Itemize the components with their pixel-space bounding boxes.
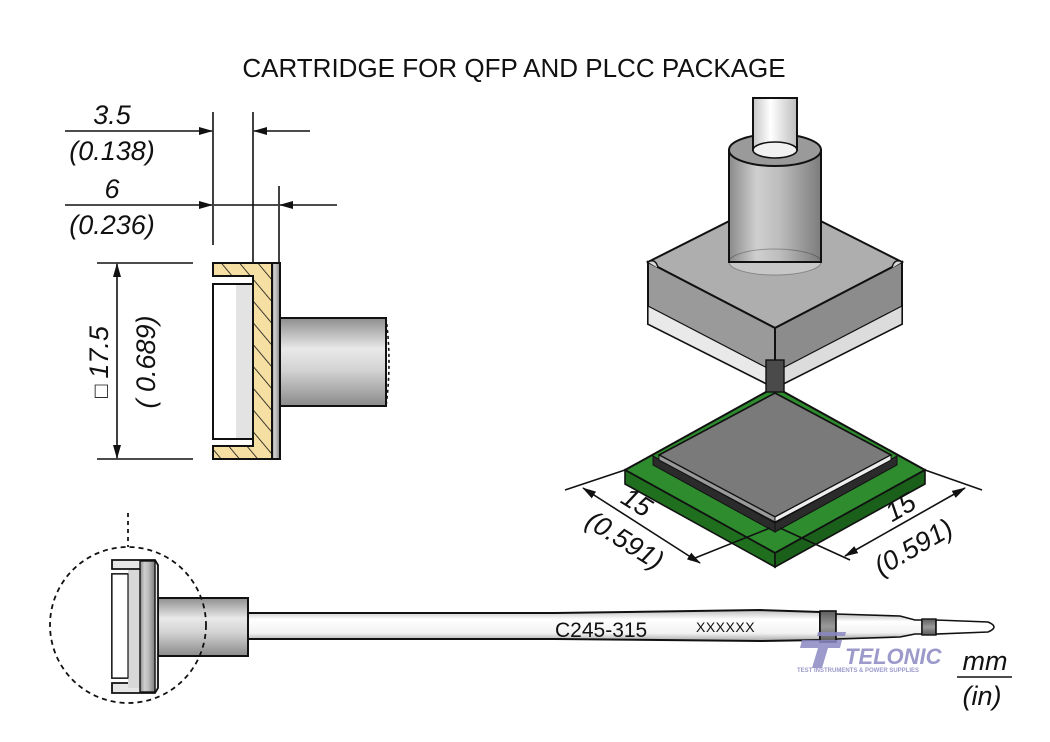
isometric-view xyxy=(622,97,928,569)
units-primary: mm xyxy=(963,646,1008,676)
dimension-square-size: □17.5 ( 0.689) xyxy=(84,262,193,460)
cartridge-neck xyxy=(279,317,387,407)
nozzle-slot xyxy=(765,359,785,393)
dimension-tip-depth: 3.5 (0.138) xyxy=(65,100,310,262)
dimension-line xyxy=(582,487,701,564)
extension-line xyxy=(564,469,626,491)
dimension-line xyxy=(844,487,966,557)
extension-line xyxy=(689,527,771,561)
drawing-title: CARTRIDGE FOR QFP AND PLCC PACKAGE xyxy=(242,53,785,83)
detail-circle xyxy=(49,546,207,704)
shaft-band xyxy=(819,610,837,643)
watermark-brand: TELONIC xyxy=(845,644,943,669)
dimension-value-mm: 3.5 xyxy=(93,100,132,130)
soldering-tip xyxy=(935,619,995,635)
extension-line xyxy=(924,469,983,491)
part-number: C245-315 xyxy=(555,619,647,642)
telonic-watermark: TELONIC TEST INSTRUMENTS & POWER SUPPLIE… xyxy=(797,632,943,674)
dimension-value-in: (0.236) xyxy=(69,210,155,240)
serial-number: XXXXXX xyxy=(696,619,755,635)
dimension-flange-depth: 6 (0.236) xyxy=(65,174,337,262)
units-legend: mm (in) xyxy=(957,646,1012,711)
dimension-value-in: ( 0.689) xyxy=(131,315,161,408)
nozzle-cylinder xyxy=(728,149,822,263)
cartridge-full-view: C245-315 XXXXXX xyxy=(49,513,995,704)
units-secondary: (in) xyxy=(963,681,1002,711)
cartridge-section-view xyxy=(212,262,390,460)
telonic-logo-icon xyxy=(800,632,846,668)
dimension-value-in: (0.138) xyxy=(69,136,155,166)
dimension-value-in: (0.591) xyxy=(869,513,958,582)
dimension-value-mm: 6 xyxy=(104,174,120,204)
extension-line xyxy=(779,527,851,561)
dimension-value-mm: □17.5 xyxy=(84,325,114,398)
square-symbol: □ xyxy=(88,385,113,398)
watermark-tagline: TEST INSTRUMENTS & POWER SUPPLIES xyxy=(797,668,919,674)
flange-face xyxy=(271,262,281,460)
tip-band xyxy=(921,618,937,636)
